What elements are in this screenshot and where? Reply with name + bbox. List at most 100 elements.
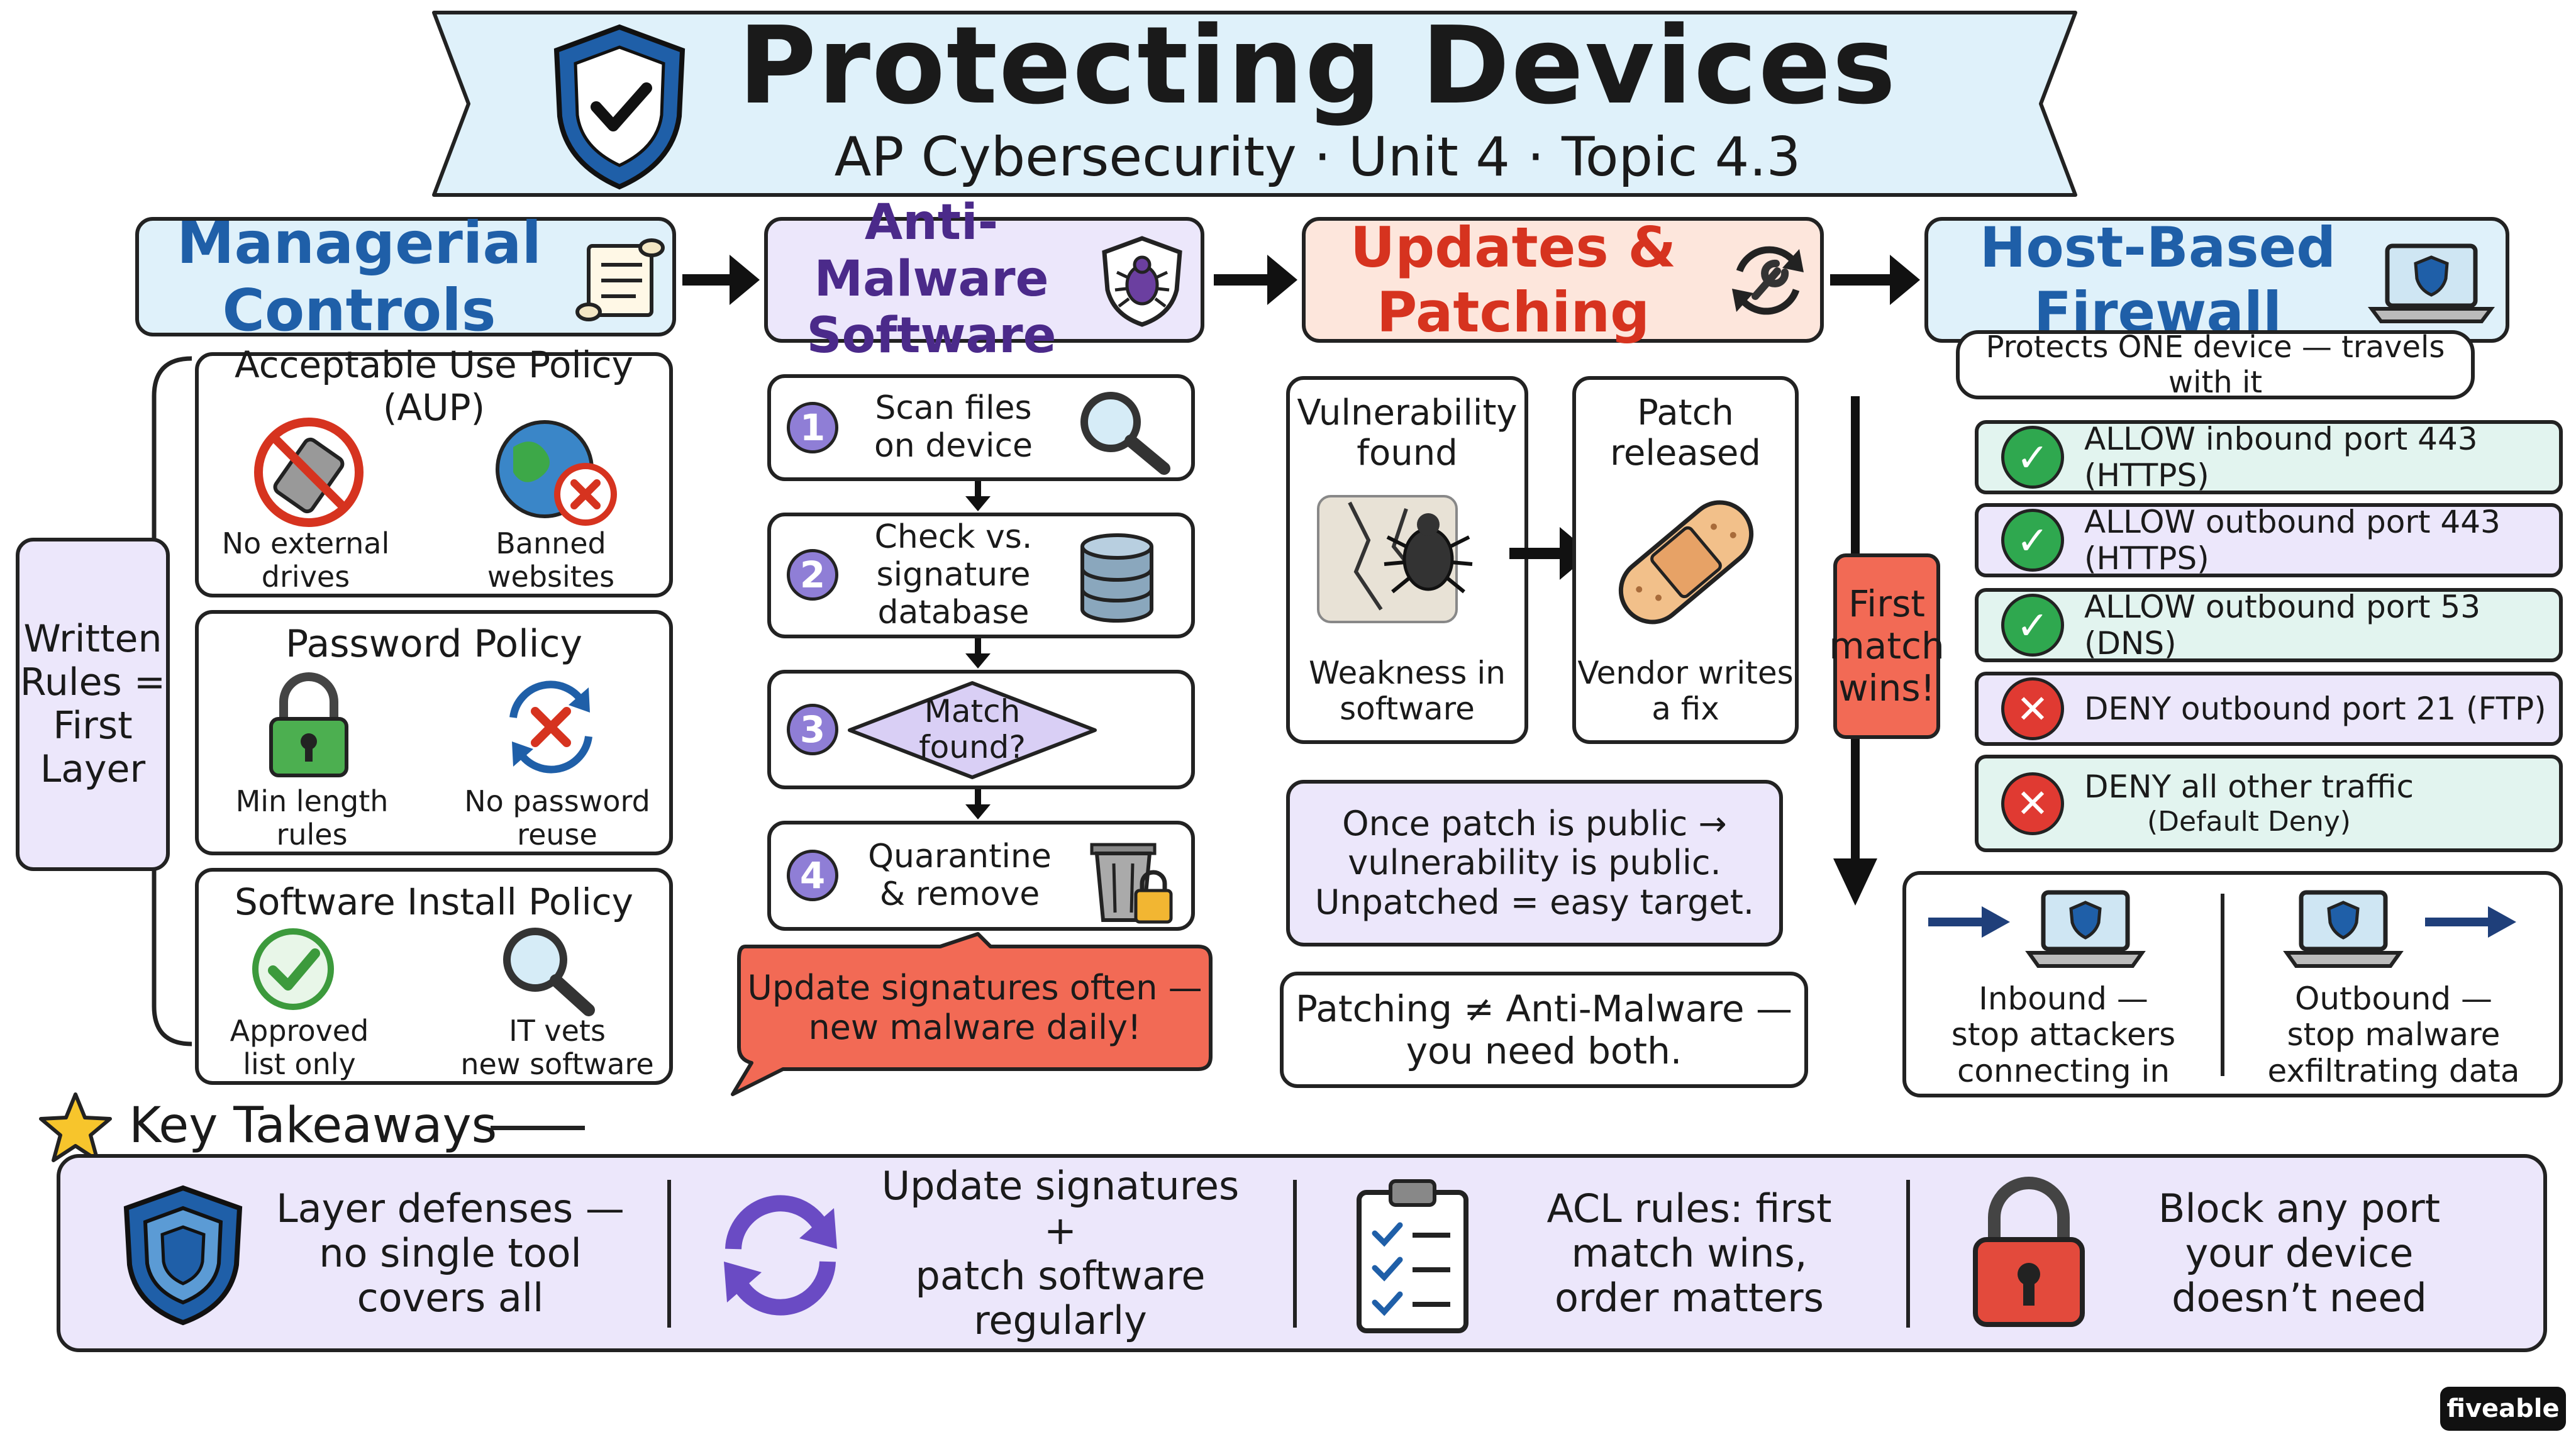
firewall-rule-4: ✕ DENY outbound port 21 (FTP)	[1975, 672, 2563, 746]
password-policy-card: Password Policy Min length rules No pass…	[195, 610, 673, 855]
rule-5-text: DENY all other traffic	[2084, 769, 2414, 806]
locked-trash-icon	[1090, 843, 1173, 924]
vulnerability-caption: Weakness in software	[1309, 654, 1506, 727]
aup-card: Acceptable Use Policy (AUP) No external …	[195, 343, 673, 597]
takeaway-1-text: Layer defenses — no single tool covers a…	[276, 1185, 625, 1321]
traffic-divider	[2221, 894, 2224, 1076]
sync-arrows-icon	[724, 1195, 837, 1316]
banner-ribbon	[432, 11, 2077, 197]
update-signatures-callout: Update signatures often — new malware da…	[726, 932, 1217, 1101]
vulnerability-card: Vulnerability found Weakness in software	[1286, 376, 1528, 744]
step-3-text: Match found?	[919, 692, 1026, 765]
shield-check-icon	[547, 22, 692, 192]
default-deny-text: (Default Deny)	[2147, 806, 2351, 838]
first-match-badge: First match wins!	[1829, 553, 1945, 739]
anti-malware-title: Anti-Malware Software	[806, 194, 1057, 364]
aup-item-banned-websites: Banned websites	[487, 526, 615, 594]
host-firewall-title: Host-Based Firewall	[1979, 215, 2336, 345]
flow-arrow-1	[682, 255, 760, 305]
step-2-number: 2	[787, 549, 838, 601]
written-rules-label: Written Rules = First Layer	[16, 538, 170, 871]
patch-public-note: Once patch is public → vulnerability is …	[1286, 780, 1783, 947]
inbound-laptop-icon	[2025, 890, 2146, 968]
inbound-text: Inbound — stop attackers connecting in	[1951, 980, 2176, 1089]
anti-malware-header: Anti-Malware Software	[764, 194, 1204, 364]
managerial-controls-header: Managerial Controls	[135, 209, 676, 344]
takeaway-divider-1	[667, 1180, 671, 1328]
refresh-wrench-icon	[1732, 246, 1804, 315]
deny-x-icon: ✕	[2001, 677, 2064, 740]
flow-arrow-3	[1830, 255, 1920, 305]
software-install-card: Software Install Policy Approved list on…	[195, 868, 673, 1085]
rule-1-text: ALLOW inbound port 443 (HTTPS)	[2084, 421, 2478, 494]
host-firewall-header: Host-Based Firewall	[1924, 215, 2509, 345]
layered-shield-icon	[123, 1185, 243, 1326]
managerial-controls-title: Managerial Controls	[177, 209, 541, 344]
cracked-wall-bug-icon	[1317, 495, 1473, 623]
decision-diamond	[848, 681, 1097, 779]
takeaway-2-text: Update signatures + patch software regul…	[881, 1162, 1240, 1343]
page-title: Protecting Devices	[738, 4, 1897, 128]
star-icon	[39, 1092, 112, 1162]
step-2-text: Check vs. signature database	[874, 518, 1033, 631]
step-3-card: 3 Match found?	[767, 670, 1195, 789]
allow-check-icon: ✓	[2001, 509, 2064, 572]
search-icon	[1080, 392, 1170, 475]
rule-3-text: ALLOW outbound port 53 (DNS)	[2084, 589, 2481, 662]
outbound-text: Outbound — stop malware exfiltrating dat…	[2267, 980, 2520, 1089]
aup-item-no-drives: No external drives	[221, 526, 390, 594]
takeaway-divider-2	[1293, 1180, 1297, 1328]
step-arrow-1	[965, 481, 991, 511]
updates-patching-title: Updates & Patching	[1350, 215, 1677, 345]
step-4-text: Quarantine & remove	[868, 837, 1052, 913]
takeaways-panel: Layer defenses — no single tool covers a…	[57, 1154, 2547, 1352]
vulnerability-title: Vulnerability found	[1297, 392, 1518, 474]
step-3-number: 3	[787, 704, 838, 755]
takeaways-rule	[491, 1126, 585, 1130]
callout-bubble	[731, 932, 1213, 1096]
patch-card: Patch released Vendor writes a fix	[1572, 376, 1799, 744]
flow-arrow-2	[1214, 255, 1297, 305]
deny-x-icon: ✕	[2001, 772, 2064, 835]
allow-check-icon: ✓	[2001, 426, 2064, 489]
step-1-text: Scan files on device	[874, 389, 1033, 465]
aup-title: Acceptable Use Policy (AUP)	[235, 343, 633, 429]
laptop-shield-icon	[2368, 243, 2495, 323]
checklist-clipboard-icon	[1357, 1179, 1468, 1333]
takeaway-3-text: ACL rules: first match wins, order matte…	[1546, 1185, 1832, 1321]
step-1-card: 1 Scan files on device	[767, 374, 1195, 481]
firewall-rule-5: ✕ DENY all other traffic (Default Deny)	[1975, 755, 2563, 852]
callout-text: Update signatures often — new malware da…	[747, 968, 1202, 1047]
inbound-arrow-icon	[1928, 906, 2010, 938]
takeaway-4-text: Block any port your device doesn’t need	[2158, 1185, 2441, 1321]
patch-title: Patch released	[1610, 392, 1761, 474]
password-item-min-length: Min length rules	[235, 784, 389, 852]
allow-check-icon: ✓	[2001, 594, 2064, 657]
traffic-direction-card: Inbound — stop attackers connecting in O…	[1902, 871, 2563, 1097]
red-padlock-icon	[1973, 1177, 2085, 1327]
bandage-icon	[1618, 500, 1754, 625]
step-arrow-3	[965, 789, 991, 819]
install-item-approved: Approved list only	[230, 1014, 369, 1081]
approved-check-icon	[252, 928, 334, 1010]
rule-4-text: DENY outbound port 21 (FTP)	[2084, 691, 2546, 727]
updates-patching-header: Updates & Patching	[1302, 215, 1824, 345]
database-icon	[1080, 533, 1153, 623]
step-2-card: 2 Check vs. signature database	[767, 513, 1195, 638]
step-4-card: 4 Quarantine & remove	[767, 821, 1195, 931]
title-banner	[432, 11, 2077, 197]
key-takeaways-title: Key Takeaways	[129, 1097, 497, 1154]
scroll-icon	[575, 238, 665, 321]
takeaway-divider-3	[1906, 1180, 1910, 1328]
step-4-number: 4	[787, 850, 838, 901]
rule-2-text: ALLOW outbound port 443 (HTTPS)	[2084, 504, 2501, 577]
no-usb-icon	[254, 418, 364, 527]
step-1-number: 1	[787, 402, 838, 453]
step-arrow-2	[965, 638, 991, 669]
software-install-title: Software Install Policy	[235, 880, 633, 923]
password-policy-title: Password Policy	[286, 622, 582, 666]
fiveable-logo: fiveable	[2440, 1387, 2566, 1431]
patch-caption: Vendor writes a fix	[1577, 654, 1794, 727]
no-reuse-icon	[509, 680, 592, 774]
password-item-no-reuse: No password reuse	[464, 784, 650, 852]
